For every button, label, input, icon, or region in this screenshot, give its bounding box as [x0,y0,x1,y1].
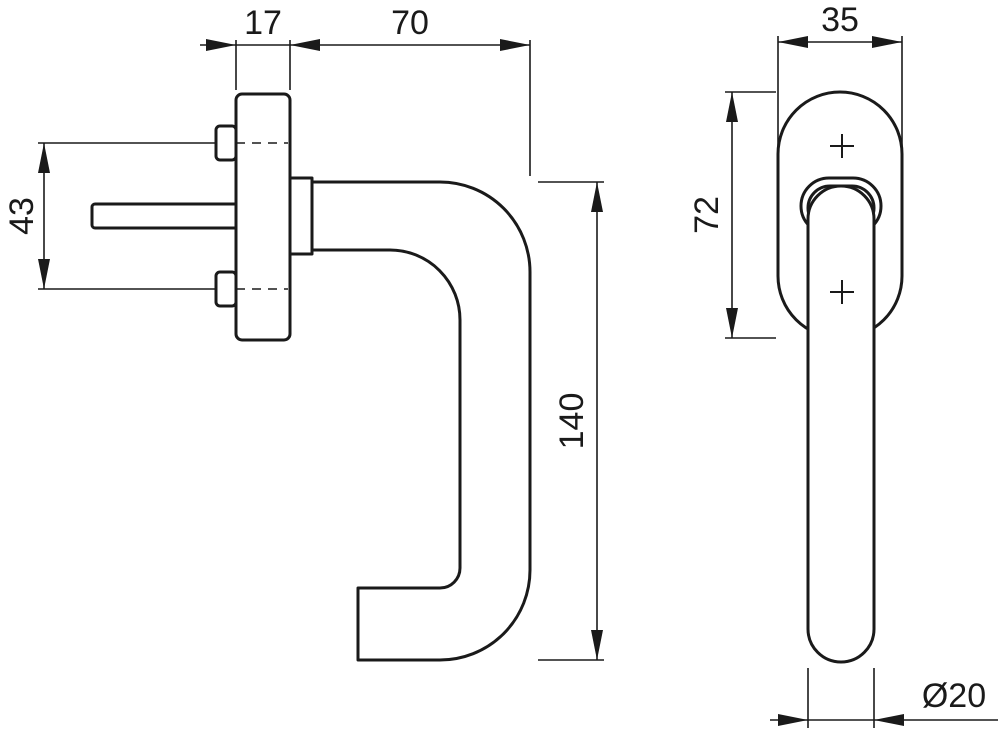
square-spindle [90,202,240,230]
arrowhead [872,36,902,48]
dimension-handle-length: 140 [553,393,591,450]
lever-arm [310,180,532,662]
arrowhead [726,308,738,338]
top-dimension-chain: 17 70 [200,4,531,176]
arrowhead [726,92,738,122]
rose-height-dimension: 72 [688,91,776,339]
dimension-grip-diameter: Ø20 [922,677,986,715]
arrowhead [591,182,603,212]
arrowhead [38,143,50,173]
handle-collar [288,176,314,256]
screw-mark-top [830,134,854,158]
arrowhead [206,39,236,51]
dimension-fixing-centres: 43 [3,197,41,235]
fixing-screw-bottom [214,270,238,308]
arrowhead [500,39,530,51]
dimension-rose-height: 72 [688,196,726,234]
dimension-handle-projection: 70 [391,4,429,42]
arrowhead [874,714,904,726]
arrowhead [778,714,808,726]
rose-width-dimension: 35 [777,1,903,150]
lever-grip-front [806,184,876,664]
fixing-centres-dimension: 43 [3,142,216,290]
arrowhead [591,630,603,660]
arrowhead [38,259,50,289]
handle-length-dimension: 140 [538,181,604,661]
fixing-screw-top [214,124,238,162]
front-view [776,90,904,664]
dimension-rose-thickness: 17 [244,4,282,42]
rose-plate [234,92,292,342]
arrowhead [778,36,808,48]
dimension-rose-width: 35 [821,1,859,39]
grip-diameter-dimension: Ø20 [770,668,998,728]
side-view [90,92,532,662]
arrowhead [290,39,320,51]
